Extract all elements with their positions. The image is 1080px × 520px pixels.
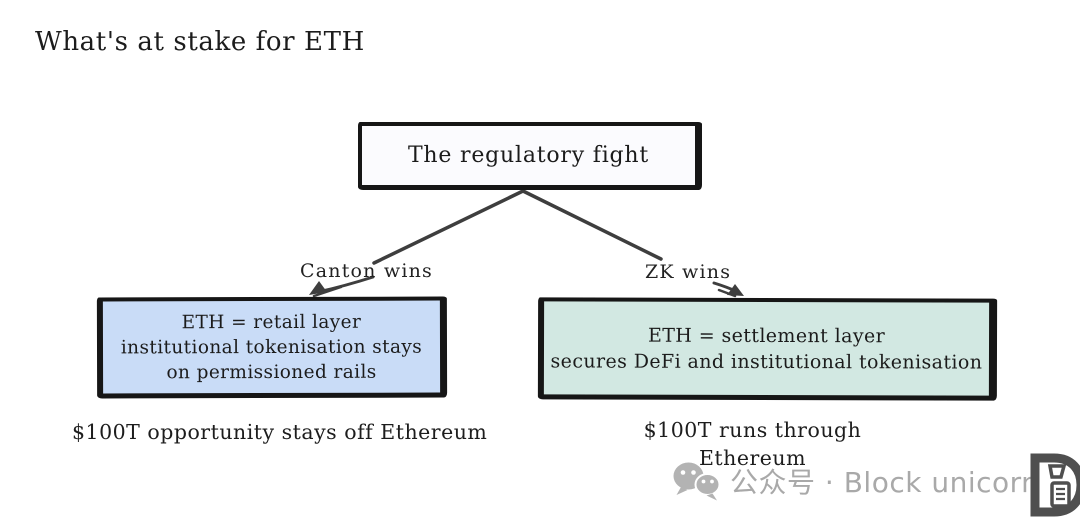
right-outcome-node: ETH = settlement layer secures DeFi and … bbox=[537, 297, 998, 401]
right-caption: $100T runs through Ethereum bbox=[630, 416, 875, 472]
left-outcome-line-3: on permissioned rails bbox=[166, 361, 377, 383]
right-caption-line-1: $100T runs through bbox=[643, 418, 862, 442]
right-branch-line bbox=[521, 189, 663, 261]
right-branch-label: ZK wins bbox=[645, 261, 732, 283]
left-outcome-node: ETH = retail layer institutional tokenis… bbox=[96, 296, 448, 399]
root-node: The regulatory fight bbox=[358, 122, 702, 190]
root-node-label: The regulatory fight bbox=[407, 143, 650, 168]
right-outcome-line-1: ETH = settlement layer bbox=[647, 324, 886, 347]
left-branch-line bbox=[372, 189, 525, 265]
block-unicorn-logo bbox=[1030, 453, 1080, 517]
wechat-icon bbox=[673, 462, 721, 501]
watermark-text: 公众号 · Block unicorn bbox=[730, 466, 1040, 499]
right-arrowhead bbox=[712, 281, 744, 298]
left-outcome-line-2: institutional tokenisation stays bbox=[120, 336, 423, 358]
left-caption: $100T opportunity stays off Ethereum bbox=[72, 420, 488, 444]
right-outcome-line-2: secures DeFi and institutional tokenisat… bbox=[550, 349, 983, 374]
left-outcome-line-1: ETH = retail layer bbox=[181, 311, 362, 333]
right-caption-line-2: Ethereum bbox=[698, 446, 807, 470]
page-title: What's at stake for ETH bbox=[35, 27, 365, 57]
left-branch-label: Canton wins bbox=[300, 260, 433, 282]
